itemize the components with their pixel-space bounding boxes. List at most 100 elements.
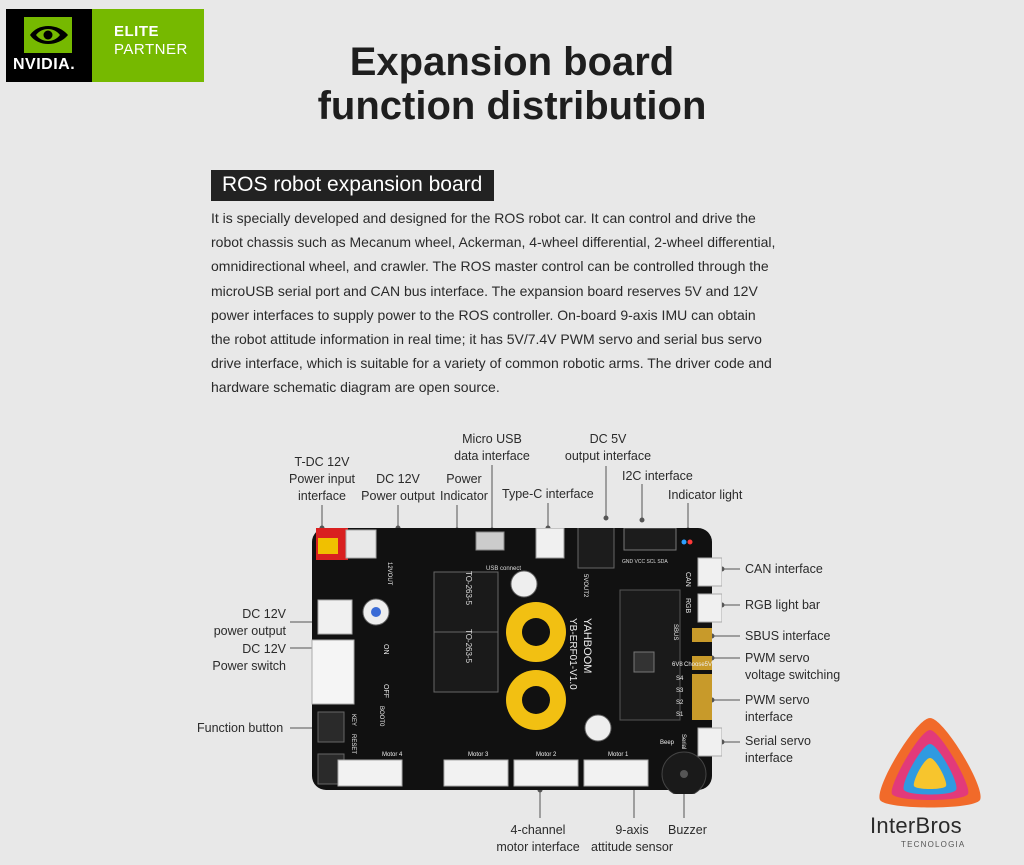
typec-port — [535, 528, 565, 559]
desc-line: omnidirectional wheel, and crawler. The … — [211, 258, 769, 275]
can-connector — [697, 557, 722, 587]
section-heading: ROS robot expansion board — [211, 170, 495, 201]
v12out-silk: 12VOUT — [386, 562, 392, 586]
desc-line: power interfaces to supply power to the … — [211, 306, 756, 323]
label-4ch-motor: 4-channel motor interface — [488, 822, 588, 856]
s4-silk: S4 — [676, 676, 684, 682]
label-dc5v-output: DC 5V output interface — [561, 431, 655, 465]
tdc-contact — [318, 538, 338, 554]
indicator-light-blue — [681, 539, 687, 545]
title-line1: Expansion board — [349, 40, 675, 84]
label-dc12-power-output: DC 12V Power output — [358, 471, 438, 505]
label-line: T-DC 12V — [294, 455, 350, 469]
rgb-connector — [697, 593, 722, 623]
label-line: Indicator light — [668, 488, 743, 502]
usb-label: USB connect — [486, 566, 521, 572]
label-line: motor interface — [496, 840, 580, 854]
pcb — [312, 528, 712, 790]
motor4-silk: Motor 4 — [382, 752, 403, 758]
label-line: attitude sensor — [591, 840, 673, 854]
label-9axis: 9-axis attitude sensor — [586, 822, 678, 856]
label-line: Serial servo — [745, 734, 811, 748]
label-line: DC 12V — [376, 472, 420, 486]
inductor-1-core — [522, 618, 550, 646]
page-title: Expansion board function distribution — [0, 40, 1024, 128]
desc-line: microUSB serial port and CAN bus interfa… — [211, 282, 758, 299]
label-line: CAN interface — [745, 562, 823, 576]
section-description: It is specially developed and designed f… — [211, 206, 831, 400]
label-line: power output — [213, 624, 286, 638]
label-line: Indicator — [440, 489, 488, 503]
s3-silk: S3 — [676, 688, 684, 694]
capacitor — [510, 570, 538, 598]
motor1-silk: Motor 1 — [608, 752, 629, 758]
label-line: DC 5V — [589, 432, 627, 446]
motor2-silk: Motor 2 — [536, 752, 557, 758]
label-line: Buzzer — [668, 823, 707, 837]
label-power-indicator: Power Indicator — [436, 471, 492, 505]
board-brand: YAHBOOM — [581, 618, 593, 673]
label-line: Function button — [197, 721, 284, 735]
label-line: RGB light bar — [745, 598, 821, 612]
s1-silk: S1 — [676, 712, 684, 718]
inductor-2-core — [522, 686, 550, 714]
label-line: PWM servo — [745, 651, 810, 665]
label-line: DC 12V — [242, 607, 286, 621]
label-line: Power input — [288, 472, 355, 486]
badge-line2: PARTNER — [114, 41, 188, 58]
label-pwm-interface: PWM servo interface — [745, 692, 810, 726]
desc-line: the robot attitude information in real t… — [211, 331, 762, 348]
power-switch — [311, 639, 355, 705]
board-model: YB-ERF01-V1.0 — [567, 618, 578, 690]
label-i2c: I2C interface — [622, 468, 693, 485]
chip-to263-2 — [433, 631, 499, 693]
label-dc12-power-output-left: DC 12V power output — [196, 606, 286, 640]
label-line: 9-axis — [615, 823, 649, 837]
v5out-silk: 5VOUT2 — [582, 574, 588, 598]
label-line: I2C interface — [622, 469, 693, 483]
sbus-header — [692, 628, 712, 642]
motor4-connector — [337, 759, 403, 787]
leader-dot — [639, 517, 645, 523]
interbros-logo-icon — [879, 718, 981, 808]
label-indicator-light: Indicator light — [668, 487, 742, 504]
nvidia-elite-partner-badge: NVIDIA. ELITE PARTNER — [6, 9, 204, 82]
sbus-silk: SBUS — [672, 624, 678, 640]
label-line: interface — [298, 489, 346, 503]
dc12-output-connector — [345, 529, 377, 559]
indicator-light-red — [687, 539, 693, 545]
leader-dot — [603, 515, 609, 521]
label-line: SBUS interface — [745, 629, 831, 643]
label-micro-usb: Micro USB data interface — [452, 431, 532, 465]
chip-to263-1 — [433, 571, 499, 633]
badge-line1: ELITE — [114, 23, 160, 40]
can-silk: CAN — [684, 572, 691, 587]
nvidia-eye-icon — [24, 17, 72, 53]
sv6-silk: 6V8 — [672, 662, 683, 668]
nvidia-logo: NVIDIA. — [6, 9, 92, 82]
buzzer-hole — [680, 770, 688, 778]
key-silk: KEY — [350, 714, 356, 726]
label-typec: Type-C interface — [502, 486, 594, 503]
label-dc12-power-switch: DC 12V Power switch — [196, 641, 286, 675]
expansion-board-image: TO-263-5 TO-263-5 USB connect GND VCC SC… — [311, 528, 722, 794]
label-line: Power output — [361, 489, 435, 503]
serial-servo-connector — [697, 727, 722, 757]
label-line: interface — [745, 710, 793, 724]
pwm-voltage-jumper — [692, 656, 712, 670]
chip1-label: TO-263-5 — [464, 571, 473, 606]
label-buzzer: Buzzer — [668, 822, 707, 839]
label-line: 4-channel — [510, 823, 566, 837]
motor2-connector — [513, 759, 579, 787]
choose-silk: Choose5V — [684, 662, 712, 668]
label-pwm-voltage: PWM servo voltage switching — [745, 650, 840, 684]
on-silk: ON — [382, 644, 389, 655]
label-serial-servo: Serial servo interface — [745, 733, 811, 767]
label-line: DC 12V — [242, 642, 286, 656]
micro-usb-port — [475, 531, 505, 551]
desc-line: drive interface, which is suitable for a… — [211, 355, 772, 372]
label-function-button: Function button — [197, 720, 283, 737]
label-can: CAN interface — [745, 561, 823, 578]
nvidia-wordmark: NVIDIA. — [13, 56, 76, 73]
beep-silk: Beep — [660, 740, 675, 746]
